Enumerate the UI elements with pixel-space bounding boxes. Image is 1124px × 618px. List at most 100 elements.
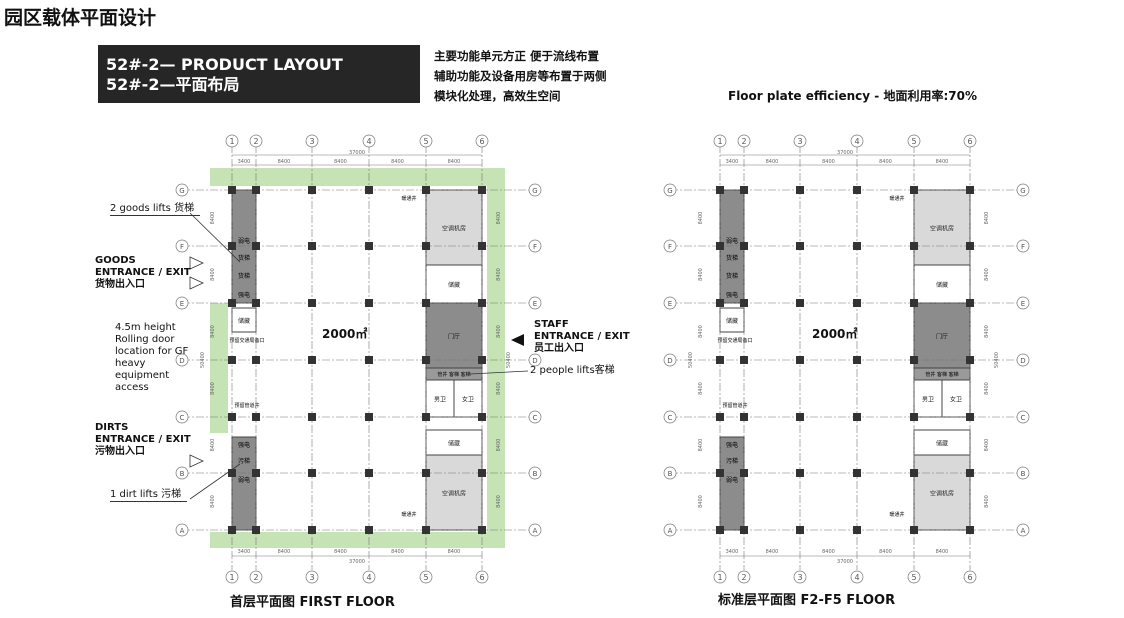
dimension: 8400 xyxy=(278,159,291,165)
dimension: 8400 xyxy=(984,325,990,338)
axis-label: E xyxy=(533,300,537,308)
column xyxy=(228,242,236,250)
text: ENTRANCE / EXIT xyxy=(534,331,630,342)
axis-bubble xyxy=(249,134,263,148)
axis-bubble xyxy=(528,523,542,537)
landscape-strip xyxy=(210,303,228,433)
axis-bubble xyxy=(419,134,433,148)
axis-label: 5 xyxy=(423,573,428,582)
axis-label: A xyxy=(533,527,538,535)
dimension: 8400 xyxy=(984,382,990,395)
axis-bubble xyxy=(528,353,542,367)
dimension: 8400 xyxy=(698,268,704,281)
dimension: 8400 xyxy=(496,439,502,452)
axis-label: G xyxy=(179,187,184,195)
axis-bubble xyxy=(475,570,489,584)
axis-label: 2 xyxy=(253,573,258,582)
axis-label: 1 xyxy=(229,573,234,582)
dimension: 3400 xyxy=(238,159,251,165)
banner: 52#-2— PRODUCT LAYOUT 52#-2—平面布局 xyxy=(98,45,420,103)
column xyxy=(252,186,260,194)
column xyxy=(740,242,748,250)
dimension: 8400 xyxy=(448,159,461,165)
ac-room xyxy=(913,454,971,531)
dimension: 8400 xyxy=(984,495,990,508)
column xyxy=(853,356,861,364)
dimension: 8400 xyxy=(391,549,404,555)
column xyxy=(910,242,918,250)
column xyxy=(365,413,373,421)
dimension: 8400 xyxy=(210,495,216,508)
dimension-total: 37000 xyxy=(837,559,853,565)
room-label: 预留交通局备口 xyxy=(229,337,264,344)
column xyxy=(966,413,974,421)
axis-bubble xyxy=(737,570,751,584)
dimension: 8400 xyxy=(698,495,704,508)
axis-bubble xyxy=(225,570,239,584)
column xyxy=(308,469,316,477)
axis-bubble xyxy=(1016,523,1030,537)
axis-bubble xyxy=(713,570,727,584)
column xyxy=(796,356,804,364)
column xyxy=(796,526,804,534)
axis-bubble xyxy=(793,134,807,148)
dimension: 8400 xyxy=(210,212,216,225)
column xyxy=(308,413,316,421)
dimension: 8400 xyxy=(391,159,404,165)
axis-bubble xyxy=(850,570,864,584)
axis-label: B xyxy=(533,470,538,478)
room-label: 暖通井 xyxy=(889,195,904,202)
column xyxy=(422,413,430,421)
column xyxy=(422,469,430,477)
axis-label: 5 xyxy=(423,137,428,146)
standard-floor-caption: 标准层平面图 F2-F5 FLOOR xyxy=(718,593,896,608)
room-label: 强电 xyxy=(726,291,738,299)
dimension: 8400 xyxy=(278,549,291,555)
staff-entrance-label: STAFF ENTRANCE / EXIT 员工出入口 xyxy=(534,319,630,355)
dimension-total: 37000 xyxy=(349,559,365,565)
column xyxy=(716,413,724,421)
dimension: 8400 xyxy=(698,439,704,452)
dirt-lifts-label: 1 dirt lifts 污梯 xyxy=(110,489,188,502)
text: location for GF xyxy=(115,346,189,357)
room-label: 污梯 xyxy=(238,457,250,465)
column xyxy=(228,299,236,307)
room-label: 管井 客梯 客梯 xyxy=(437,371,470,378)
text: ENTRANCE / EXIT xyxy=(95,267,191,278)
axis-bubble xyxy=(907,134,921,148)
room-label: 货梯 xyxy=(726,254,738,262)
female-toilet-label: 女卫 xyxy=(950,396,962,404)
entrance-arrow-icon xyxy=(189,256,204,270)
column xyxy=(308,526,316,534)
column xyxy=(308,242,316,250)
landscape-strip xyxy=(210,168,505,186)
axis-label: D xyxy=(532,357,537,365)
axis-label: 4 xyxy=(854,573,859,582)
ac-room xyxy=(425,189,483,266)
female-toilet xyxy=(453,379,483,418)
axis-label: D xyxy=(1020,357,1025,365)
dimension: 8400 xyxy=(448,549,461,555)
storage xyxy=(425,264,483,304)
column xyxy=(228,526,236,534)
dimension: 8400 xyxy=(496,268,502,281)
goods-entrance-label: GOODS ENTRANCE / EXIT 货物出入口 xyxy=(95,255,191,291)
note: 辅助功能及设备用房等布置于两侧 xyxy=(434,69,607,83)
axis-bubble xyxy=(249,570,263,584)
axis-label: 2 xyxy=(253,137,258,146)
axis-label: F xyxy=(533,243,537,251)
text: equipment xyxy=(115,370,170,381)
axis-label: 3 xyxy=(797,573,802,582)
column xyxy=(966,356,974,364)
area-label: 2000㎡ xyxy=(322,327,368,341)
axis-bubble xyxy=(175,183,189,197)
column xyxy=(740,186,748,194)
axis-label: 5 xyxy=(911,137,916,146)
landscape-strip xyxy=(210,532,505,548)
axis-label: F xyxy=(180,243,184,251)
axis-label: 6 xyxy=(479,573,484,582)
column xyxy=(853,413,861,421)
text: DIRTS xyxy=(95,422,129,433)
dimension: 8400 xyxy=(496,212,502,225)
column xyxy=(740,299,748,307)
